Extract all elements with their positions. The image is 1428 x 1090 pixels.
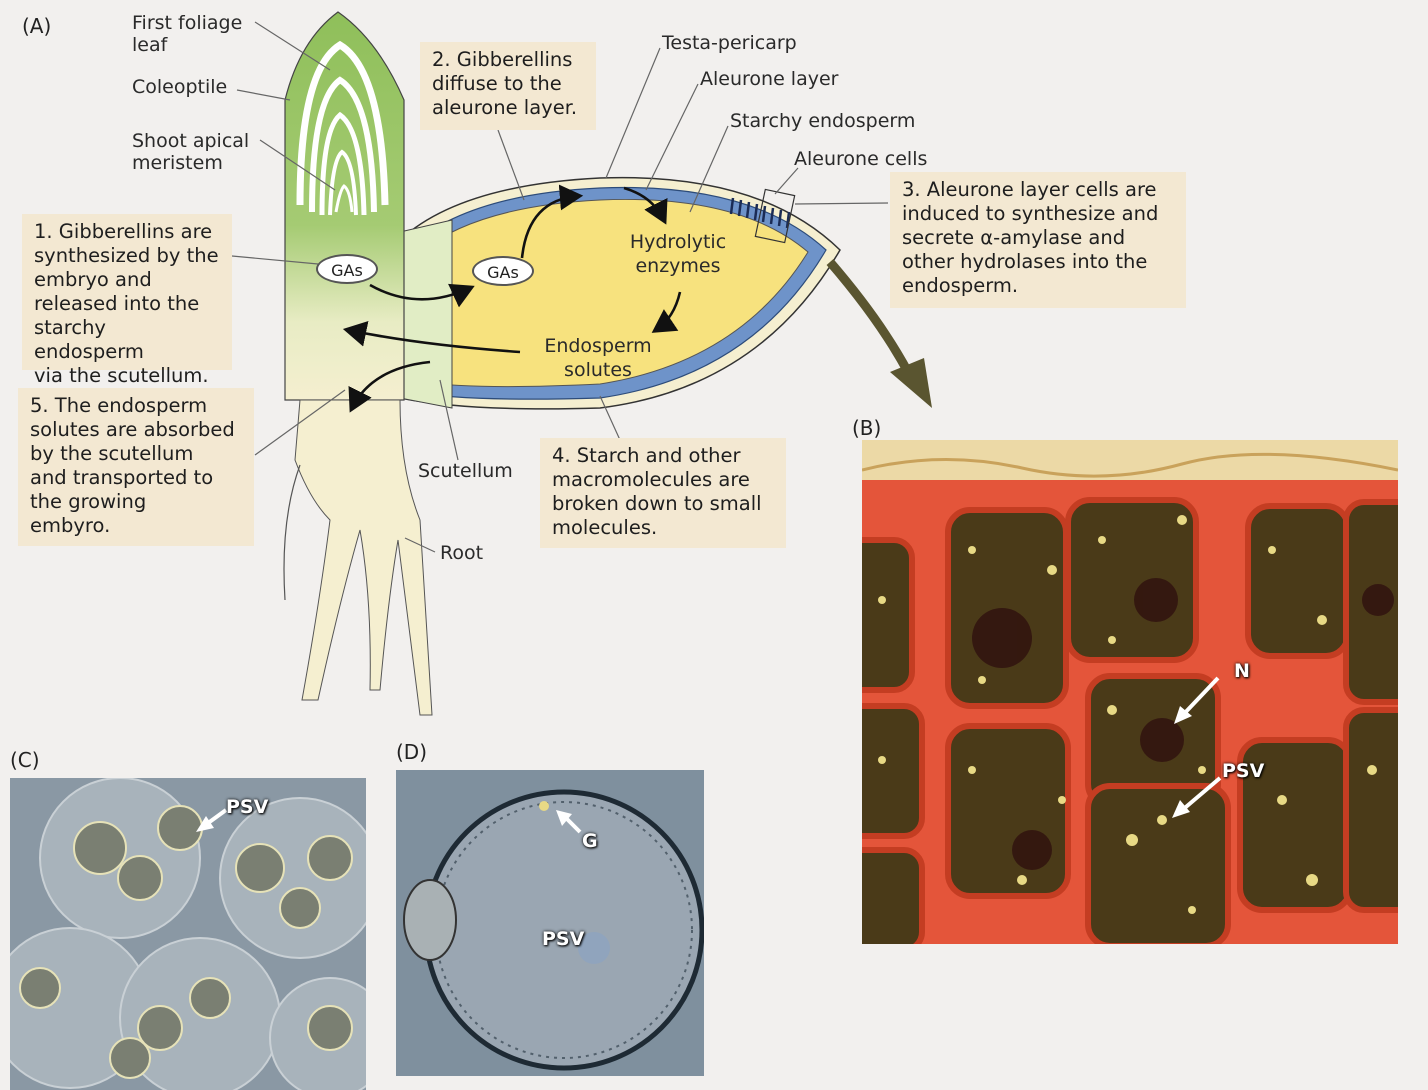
- step-5-box: 5. The endosperm solutes are absorbed by…: [18, 388, 254, 546]
- step-3-box: 3. Aleurone layer cells are induced to s…: [890, 172, 1186, 308]
- label-aleurone-layer: Aleurone layer: [700, 68, 838, 90]
- label-root: Root: [440, 542, 483, 564]
- micrograph-d-granule-label: G: [582, 830, 598, 852]
- label-shoot-apical-meristem: Shoot apical meristem: [132, 130, 249, 174]
- gas-endosperm-oval: GAs: [472, 256, 534, 286]
- micrograph-d-single-vacuole: G PSV: [396, 770, 704, 1076]
- micrograph-c-storage-vacuoles: PSV: [10, 778, 366, 1090]
- micrograph-d-psv-label: PSV: [542, 928, 584, 950]
- label-scutellum: Scutellum: [418, 460, 513, 482]
- scutellum: [400, 220, 452, 408]
- step-1-box: 1. Gibberellins are synthesized by the e…: [22, 214, 232, 370]
- coleoptile: [285, 12, 404, 400]
- micrograph-b-psv-label: PSV: [1222, 760, 1264, 782]
- step-2-box: 2. Gibberellins diffuse to the aleurone …: [420, 42, 596, 130]
- gas-embryo-oval: GAs: [316, 254, 378, 284]
- label-endosperm-solutes: Endosperm solutes: [528, 334, 668, 382]
- label-testa-pericarp: Testa-pericarp: [662, 32, 797, 54]
- label-aleurone-cells: Aleurone cells: [794, 148, 927, 170]
- label-first-foliage-leaf: First foliage leaf: [132, 12, 242, 56]
- label-coleoptile: Coleoptile: [132, 76, 227, 98]
- micrograph-c-psv-label: PSV: [226, 796, 268, 818]
- step-4-box: 4. Starch and other macromolecules are b…: [540, 438, 786, 548]
- label-hydrolytic-enzymes: Hydrolytic enzymes: [618, 230, 738, 278]
- root: [295, 400, 432, 715]
- micrograph-b-aleurone: N PSV: [862, 440, 1398, 944]
- micrograph-b-nucleus-label: N: [1234, 660, 1250, 682]
- label-starchy-endosperm: Starchy endosperm: [730, 110, 915, 132]
